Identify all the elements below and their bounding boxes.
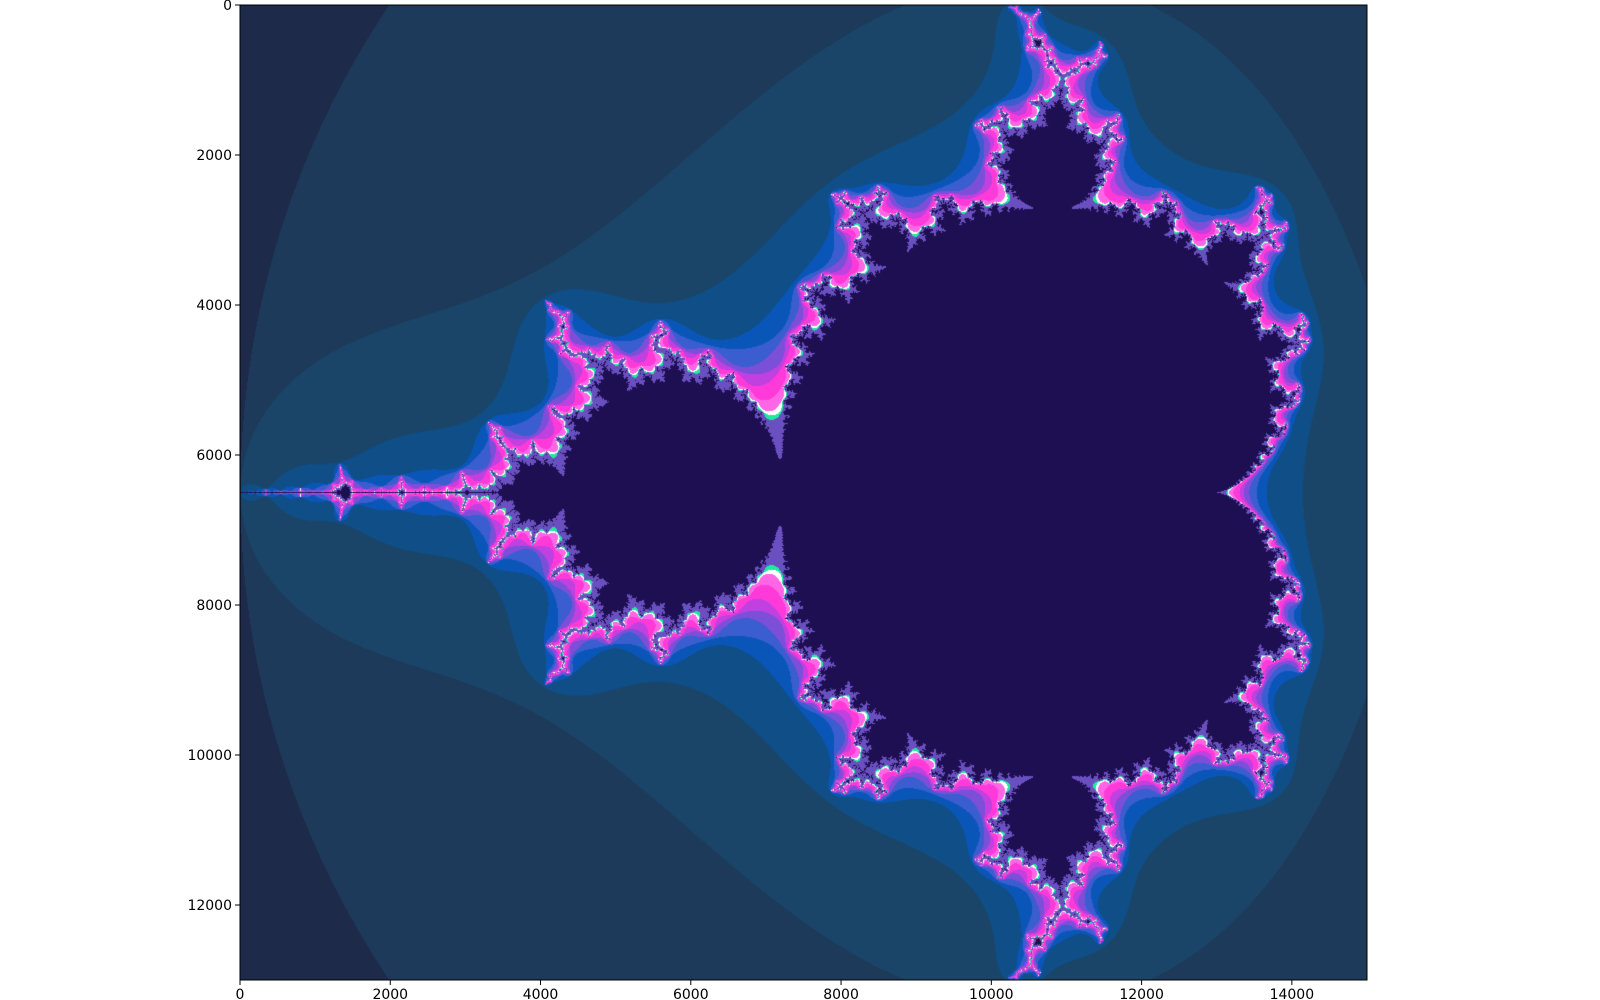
y-tick-label: 6000 [196, 448, 232, 464]
plot-frame [239, 4, 1368, 981]
y-tick-label: 4000 [196, 298, 232, 314]
x-tick-label: 8000 [823, 987, 859, 1000]
x-tick-label: 12000 [1119, 987, 1164, 1000]
y-tick-label: 2000 [196, 148, 232, 164]
x-tick-label: 10000 [969, 987, 1014, 1000]
x-tick-label: 2000 [372, 987, 408, 1000]
y-axis: 0 2000 4000 6000 8000 10000 12000 [187, 0, 240, 914]
y-tick-label: 8000 [196, 598, 232, 614]
x-tick-label: 6000 [673, 987, 709, 1000]
x-tick-label: 0 [236, 987, 245, 1000]
y-tick-label: 0 [223, 0, 232, 14]
x-tick-label: 14000 [1270, 987, 1315, 1000]
y-tick-label: 10000 [187, 748, 232, 764]
x-tick-label: 4000 [523, 987, 559, 1000]
y-tick-label: 12000 [187, 898, 232, 914]
x-axis: 0 2000 4000 6000 8000 10000 12000 14000 [236, 980, 1315, 1000]
mandelbrot-heatmap-image [240, 5, 1367, 980]
plot-area [239, 4, 1368, 981]
